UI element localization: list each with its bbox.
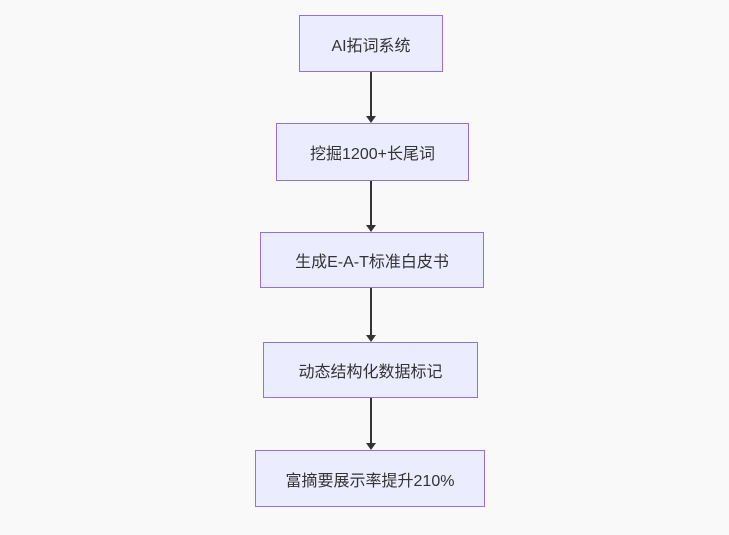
- flowchart-node-ai-word-expansion-system: AI拓词系统: [299, 15, 443, 72]
- flowchart-node-structured-data-markup: 动态结构化数据标记: [263, 342, 478, 398]
- flowchart-node-longtail-keyword-mining: 挖掘1200+长尾词: [276, 123, 469, 181]
- node-label: 挖掘1200+长尾词: [310, 146, 435, 163]
- flowchart-node-rich-snippet-uplift: 富摘要展示率提升210%: [255, 450, 485, 507]
- node-label: 动态结构化数据标记: [298, 364, 443, 381]
- node-label: AI拓词系统: [331, 37, 411, 55]
- node-label: 富摘要展示率提升210%: [285, 472, 455, 490]
- node-label: 生成E-A-T标准白皮书: [295, 254, 449, 271]
- flowchart-node-eat-whitepaper: 生成E-A-T标准白皮书: [260, 232, 484, 288]
- flow-arrow-4: [370, 398, 372, 443]
- flow-arrow-3: [370, 288, 372, 335]
- flow-arrow-1: [370, 72, 372, 116]
- flow-arrow-2: [370, 181, 372, 225]
